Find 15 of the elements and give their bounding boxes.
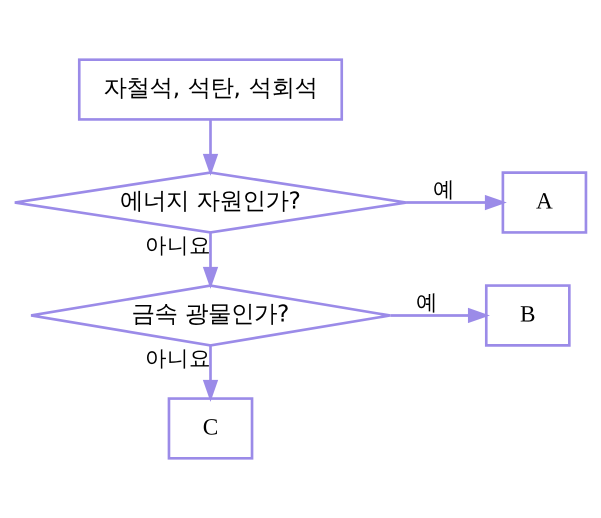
edge-label: 아니요	[145, 346, 212, 372]
node-box: 자철석, 석탄, 석회석	[78, 58, 344, 121]
arrow	[202, 120, 218, 176]
edge-label: 아니요	[145, 234, 212, 259]
arrow	[390, 308, 490, 324]
node-box: A	[502, 171, 588, 234]
edge-label: 예	[433, 178, 456, 203]
node-diamond: 금속 광물인가?	[30, 284, 392, 347]
node-diamond: 에너지 자원인가?	[13, 171, 408, 234]
arrow	[406, 194, 507, 210]
node-box: C	[168, 397, 254, 460]
edge-label: 예	[416, 290, 438, 316]
node-box: B	[484, 284, 571, 347]
arrow	[202, 232, 218, 289]
arrow	[202, 346, 218, 402]
